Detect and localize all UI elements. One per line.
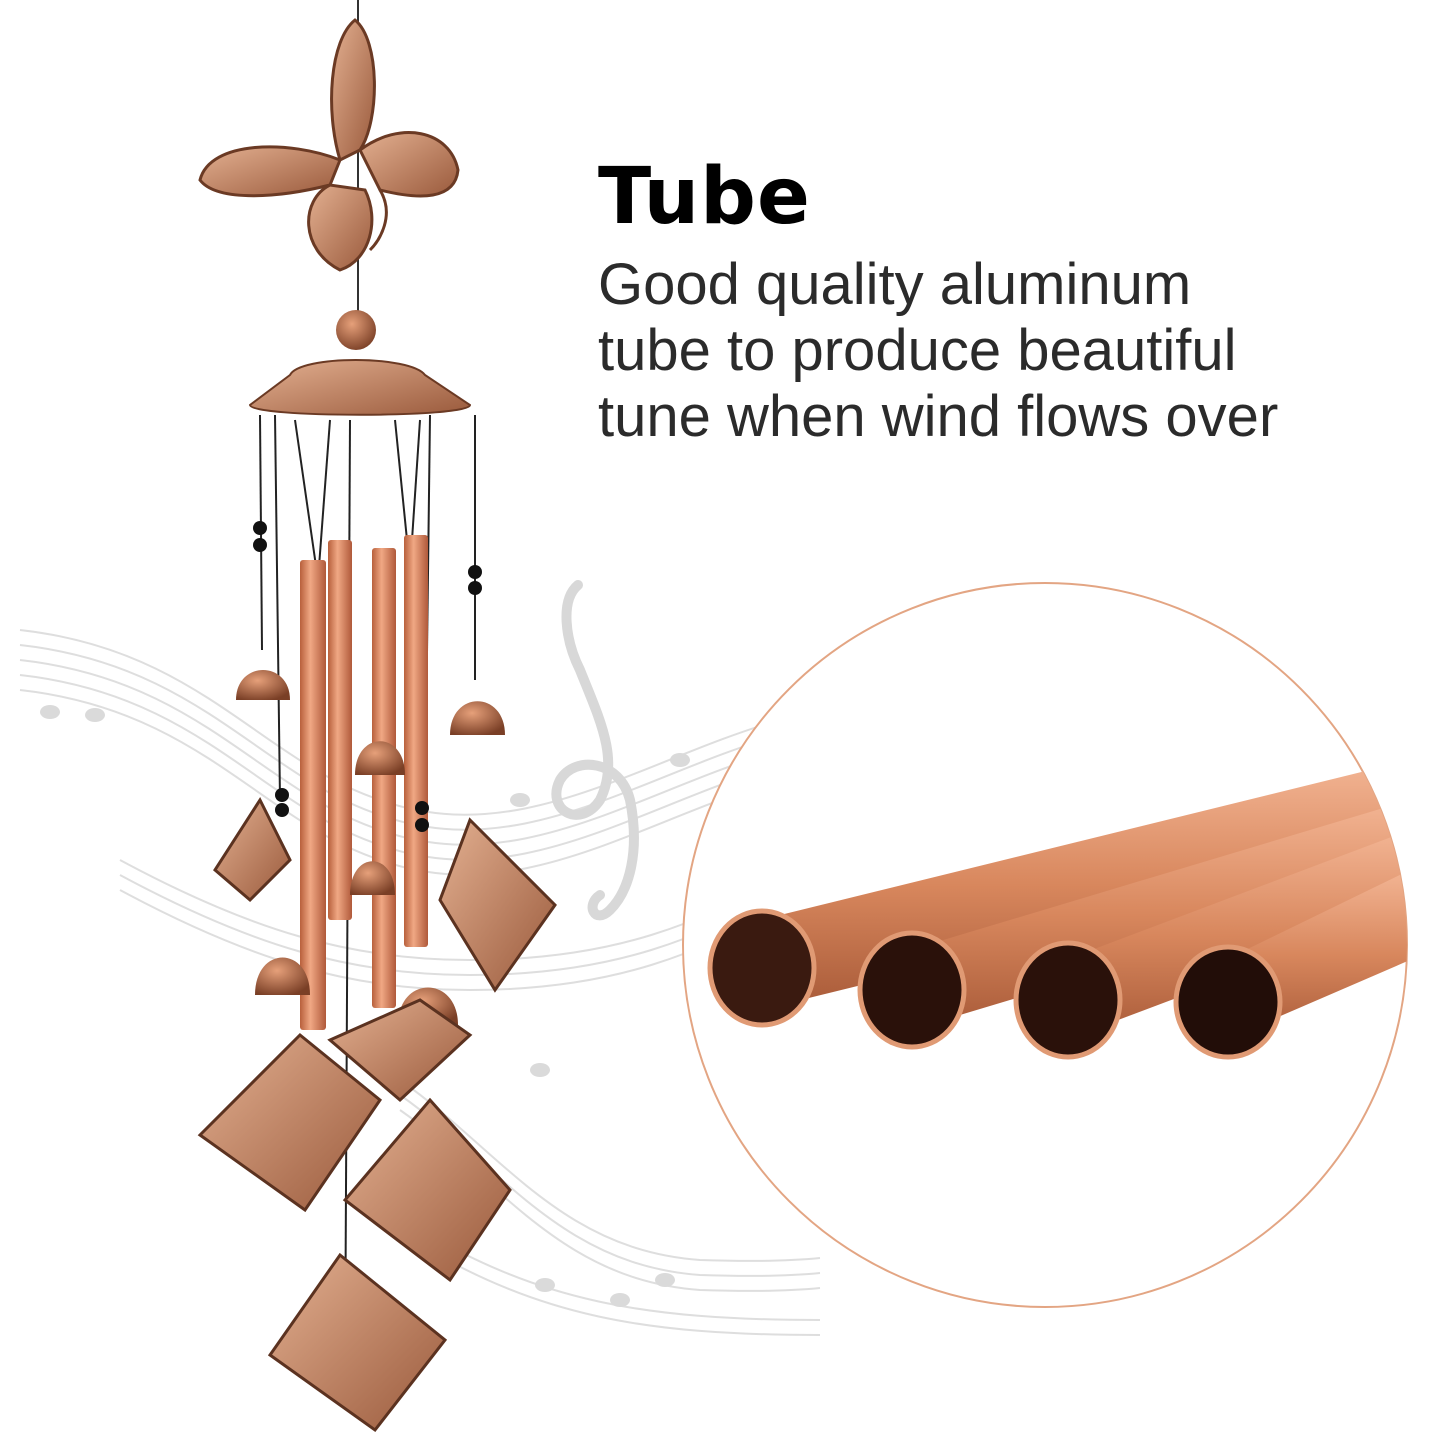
tube-end-2 (857, 930, 967, 1050)
bell-4 (350, 861, 395, 895)
butterfly-pendant-4 (327, 998, 473, 1103)
bell-2 (450, 701, 505, 735)
top-butterfly-icon (198, 18, 460, 272)
bell-1 (236, 670, 290, 700)
tube-2 (328, 540, 352, 920)
tube-4 (404, 535, 428, 947)
bell-3 (355, 741, 405, 775)
treble-clef-icon (551, 580, 639, 921)
heading-description: Good quality aluminum tube to produce be… (598, 252, 1278, 450)
description-line-2: tube to produce beautiful (598, 318, 1237, 383)
description-line-3: tune when wind flows over (598, 384, 1279, 449)
description-line-1: Good quality aluminum (598, 252, 1192, 317)
tube-1 (300, 560, 326, 1030)
butterfly-pendant-6 (267, 1252, 448, 1433)
bell-5 (255, 957, 310, 995)
butterfly-pendant-1 (213, 796, 292, 903)
heading-title: Tube (598, 152, 811, 242)
tube-end-1 (707, 908, 817, 1028)
butterfly-pendant-5 (342, 1097, 512, 1283)
butterfly-pendant-2 (438, 817, 557, 993)
butterfly-pendant-3 (197, 1032, 383, 1213)
tube-end-3 (1013, 940, 1123, 1060)
tube-end-4 (1173, 944, 1283, 1060)
